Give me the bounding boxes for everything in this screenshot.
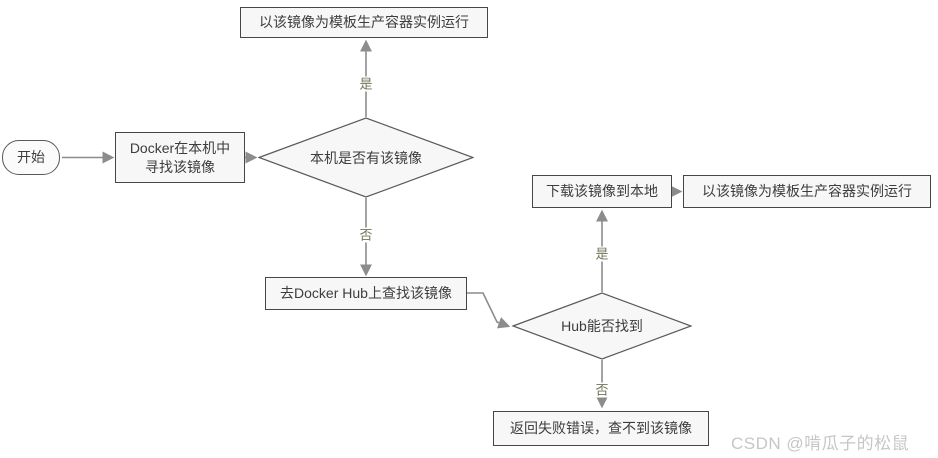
- process-download-image-node: 下载该镜像到本地: [532, 175, 672, 208]
- process-fail-node: 返回失败错误，查不到该镜像: [493, 411, 709, 446]
- start-node: 开始: [2, 140, 60, 175]
- process-download-image-label: 下载该镜像到本地: [546, 183, 658, 200]
- process-run-container-right-node: 以该镜像为模板生产容器实例运行: [683, 175, 931, 208]
- process-find-local-node: Docker在本机中 寻找该镜像: [115, 132, 245, 183]
- edge-label-local-no: 否: [357, 227, 375, 243]
- process-run-container-top-label: 以该镜像为模板生产容器实例运行: [259, 14, 469, 31]
- process-find-local-label-line2: 寻找该镜像: [145, 158, 215, 175]
- diamond-shape: [512, 292, 692, 360]
- connector-hubsearch-to-hubdecision: [467, 292, 511, 329]
- process-hub-search-label: 去Docker Hub上查找该镜像: [280, 285, 452, 302]
- decision-hub-found-label: Hub能否找到: [561, 318, 643, 334]
- process-run-container-right-label: 以该镜像为模板生产容器实例运行: [702, 183, 912, 200]
- process-hub-search-node: 去Docker Hub上查找该镜像: [265, 277, 467, 310]
- csdn-watermark: CSDN @啃瓜子的松鼠: [731, 434, 910, 453]
- decision-local-image-label: 本机是否有该镜像: [310, 149, 422, 166]
- decision-hub-found-node: Hub能否找到: [512, 292, 692, 360]
- process-run-container-top-node: 以该镜像为模板生产容器实例运行: [240, 7, 488, 38]
- start-node-label: 开始: [17, 149, 45, 166]
- edge-label-local-yes: 是: [357, 76, 375, 92]
- process-find-local-label-line1: Docker在本机中: [129, 139, 231, 156]
- diamond-shape: [258, 117, 474, 198]
- edge-label-hub-no: 否: [593, 382, 611, 398]
- decision-local-image-node: 本机是否有该镜像: [258, 117, 474, 198]
- edge-label-hub-yes: 是: [593, 246, 611, 262]
- process-fail-label: 返回失败错误，查不到该镜像: [510, 420, 692, 437]
